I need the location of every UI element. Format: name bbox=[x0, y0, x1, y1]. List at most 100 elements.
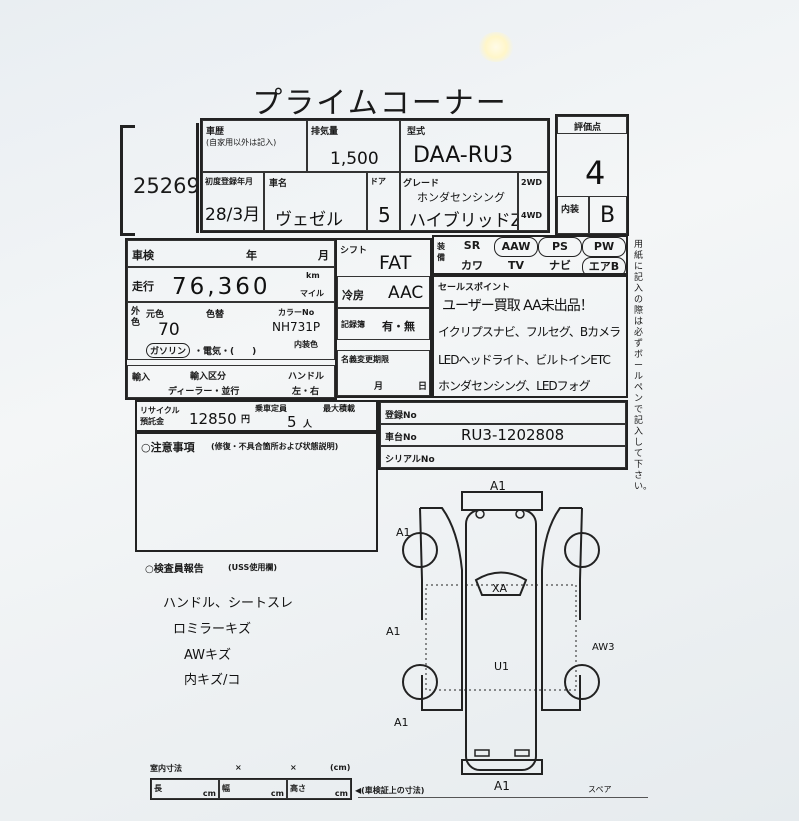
chassis-value: RU3-1202808 bbox=[461, 426, 565, 444]
reg-label: 登録No bbox=[385, 411, 417, 421]
sales-line: ホンダセンシング、LEDフォグ bbox=[438, 379, 591, 393]
divider bbox=[196, 123, 199, 233]
recycle-unit: 円 bbox=[241, 415, 251, 425]
wheel-right-rear bbox=[564, 532, 600, 568]
sales-line: LEDヘッドライト、ビルトインETC bbox=[438, 353, 611, 367]
score-value: 4 bbox=[585, 154, 606, 192]
sales-point-label: セールスポイント bbox=[438, 283, 511, 293]
car-body bbox=[465, 509, 537, 771]
shift-box: シフト FAT 冷房 AAC 記録簿 有・無 名義変更期限 月 日 bbox=[335, 238, 432, 398]
equipment-label: 装備 bbox=[437, 242, 445, 262]
wheel-left-rear bbox=[402, 532, 438, 568]
notes-label: ○注意事項 bbox=[141, 441, 195, 454]
lot-number: 25269 bbox=[133, 174, 200, 198]
mark-left-front: A1 bbox=[394, 716, 409, 729]
mark-rear: A1 bbox=[490, 479, 506, 493]
color-value: 70 bbox=[158, 320, 180, 340]
capacity-label: 乗車定員 bbox=[255, 404, 287, 413]
wheel-right-front bbox=[564, 664, 600, 700]
color-label: 外色 bbox=[131, 307, 141, 328]
notes-box: ○注意事項 (修復・不具合箇所および状態説明) bbox=[135, 432, 378, 552]
mark-right-side: AW3 bbox=[592, 642, 615, 653]
equip-sr: SR bbox=[463, 239, 481, 252]
load-label: 最大積載 bbox=[323, 404, 355, 413]
recycle-box: リサイクル預託金 12850 円 乗車定員 5 人 最大積載 bbox=[135, 400, 378, 432]
equip-pw: PW bbox=[582, 237, 626, 257]
name-change-day: 日 bbox=[418, 382, 428, 392]
score-label: 評価点 bbox=[574, 123, 602, 133]
import-type: ディーラー・並行 bbox=[168, 387, 240, 397]
chassis-label: 車台No bbox=[385, 433, 417, 443]
shaken-label: 車検 bbox=[132, 249, 154, 262]
report-sub: (USS使用欄) bbox=[228, 563, 277, 572]
ac-value: AAC bbox=[388, 283, 424, 303]
equip-navi: ナビ bbox=[549, 259, 571, 272]
right-side bbox=[541, 507, 583, 711]
equip-aaw: AAW bbox=[494, 237, 538, 257]
mileage-label: 走行 bbox=[132, 280, 154, 293]
import-type-label: 輸入区分 bbox=[190, 372, 227, 382]
recycle-value: 12850 bbox=[189, 410, 237, 428]
wheel-left-front bbox=[402, 664, 438, 700]
dims-x: × bbox=[235, 763, 242, 772]
record-label: 記録簿 bbox=[341, 320, 365, 329]
ac-label: 冷房 bbox=[342, 289, 364, 302]
name-value: ヴェゼル bbox=[275, 210, 343, 230]
capacity-unit: 人 bbox=[303, 420, 313, 430]
grade-label: グレード bbox=[403, 179, 440, 189]
side-note: 用紙に記入の際は必ずボールペンで記入して下さい。 bbox=[634, 240, 653, 492]
handle-label: ハンドル bbox=[288, 372, 325, 382]
details-box: 車検 年 月 走行 76,360 km マイル 外色 元色 色替 70 カラーN… bbox=[125, 238, 337, 400]
model-code-label: 型式 bbox=[407, 127, 426, 137]
shaken-year: 年 bbox=[246, 249, 257, 262]
page-title: プライムコーナー bbox=[252, 86, 508, 121]
import-label: 輸入 bbox=[132, 373, 151, 383]
notes-sub: (修復・不具合箇所および状態説明) bbox=[211, 442, 339, 451]
front-bumper bbox=[461, 759, 543, 775]
report-line: ロミラーキズ bbox=[173, 622, 252, 637]
report-line: ハンドル、シートスレ bbox=[163, 596, 294, 611]
dims-x: × bbox=[290, 763, 297, 772]
grade-line2: ハイブリッドZ bbox=[409, 211, 518, 231]
spare-label: スペア bbox=[588, 785, 611, 794]
first-reg-value: 28/3月 bbox=[205, 205, 261, 225]
recycle-label: リサイクル預託金 bbox=[140, 406, 180, 426]
mark-front: A1 bbox=[494, 779, 510, 793]
dims-unit: (cm) bbox=[330, 763, 351, 772]
capacity-value: 5 bbox=[287, 413, 297, 431]
left-side bbox=[419, 507, 463, 711]
equip-leather: カワ bbox=[461, 259, 483, 272]
equip-airbag: エアB bbox=[582, 257, 626, 277]
drive-4wd: 4WD bbox=[521, 211, 543, 220]
equipment-box: 装備 SR AAW PS PW カワ TV ナビ エアB bbox=[432, 235, 628, 277]
change-color-label: 色替 bbox=[206, 310, 225, 320]
dims-cm: cm bbox=[270, 789, 284, 798]
name-change-label: 名義変更期限 bbox=[341, 355, 389, 364]
doors-value: 5 bbox=[378, 203, 391, 227]
lot-bracket bbox=[120, 125, 135, 236]
fuel-value: ガソリン bbox=[146, 343, 191, 358]
score-box: 評価点 4 内装 B bbox=[555, 114, 629, 236]
mark-hood: U1 bbox=[494, 660, 509, 673]
color-code: NH731P bbox=[272, 320, 321, 334]
first-reg-label: 初度登録年月 bbox=[205, 177, 253, 186]
sales-line: イクリプスナビ、フルセグ、Bカメラ bbox=[438, 325, 621, 339]
dims-length: 長 bbox=[154, 784, 162, 793]
screen-glare bbox=[478, 32, 514, 62]
mark-windshield: XA bbox=[492, 582, 508, 595]
vehicle-info-box: 車歴 (自家用以外は記入) 排気量 1,500 型式 DAA-RU3 初度登録年… bbox=[200, 118, 550, 233]
model-code-value: DAA-RU3 bbox=[413, 143, 514, 168]
interior-color-label: 内装色 bbox=[294, 340, 318, 349]
dims-label: 室内寸法 bbox=[150, 764, 182, 773]
unit-mile: マイル bbox=[300, 289, 324, 298]
shift-label: シフト bbox=[340, 246, 368, 256]
divider bbox=[358, 797, 648, 798]
interior-score: B bbox=[600, 203, 616, 228]
history-note: (自家用以外は記入) bbox=[206, 138, 277, 147]
grade-line1: ホンダセンシング bbox=[417, 191, 505, 204]
equip-ps: PS bbox=[538, 237, 582, 257]
dims-cm: cm bbox=[334, 789, 348, 798]
report-line: AWキズ bbox=[184, 648, 232, 663]
sales-line: ユーザー買取 AA未出品！ bbox=[442, 298, 594, 314]
orig-color-label: 元色 bbox=[146, 310, 165, 320]
